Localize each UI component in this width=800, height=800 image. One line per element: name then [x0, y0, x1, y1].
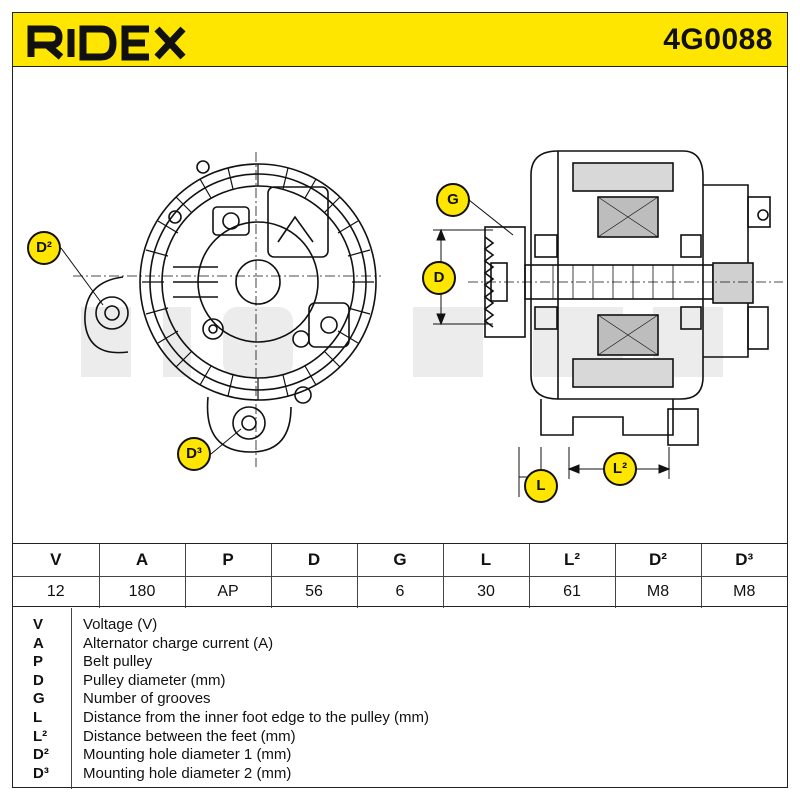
- spec-table: V A P D G L L² D² D³ 12 180 AP 56 6 30 6…: [13, 543, 787, 608]
- spec-header-g: G: [356, 544, 443, 577]
- ridex-logo: [27, 25, 186, 61]
- spec-value-v: 12: [46, 583, 65, 601]
- side-view: [483, 150, 771, 446]
- spec-header-v: V: [13, 544, 99, 577]
- spec-value-d2: M8: [614, 576, 701, 608]
- spec-value-a: 180: [98, 576, 185, 608]
- technical-drawing: D² G D D³ L L²: [13, 67, 787, 543]
- callout-d2: D²: [27, 231, 61, 265]
- callout-g: G: [436, 183, 470, 217]
- spec-header-l2: L²: [528, 544, 615, 577]
- front-centerlines: [73, 152, 381, 467]
- spec-value-d3: M8: [700, 576, 787, 608]
- spec-value-g: 6: [356, 576, 443, 608]
- spec-header-d: D: [270, 544, 357, 577]
- spec-value-l2: 61: [528, 576, 615, 608]
- spec-header-row: V A P D G L L² D² D³: [13, 544, 787, 577]
- spec-header-l: L: [442, 544, 529, 577]
- product-sheet: 4G0088: [12, 12, 788, 789]
- part-number: 4G0088: [663, 23, 773, 56]
- header-bar: 4G0088: [13, 13, 787, 67]
- callout-l2: L²: [603, 452, 637, 486]
- spec-value-p: AP: [184, 576, 271, 608]
- callout-d: D: [422, 261, 456, 295]
- callout-d3: D³: [177, 437, 211, 471]
- front-view: [84, 160, 377, 453]
- spec-header-d2: D²: [614, 544, 701, 577]
- spec-header-d3: D³: [700, 544, 787, 577]
- callout-l: L: [524, 469, 558, 503]
- spec-value-d: 56: [270, 576, 357, 608]
- alternator-drawing: [60, 150, 783, 497]
- legend-divider: [71, 608, 72, 789]
- spec-value-l: 30: [442, 576, 529, 608]
- spec-value-row: 12 180 AP 56 6 30 61 M8 M8: [13, 576, 787, 608]
- spec-header-p: P: [184, 544, 271, 577]
- spec-header-a: A: [98, 544, 185, 577]
